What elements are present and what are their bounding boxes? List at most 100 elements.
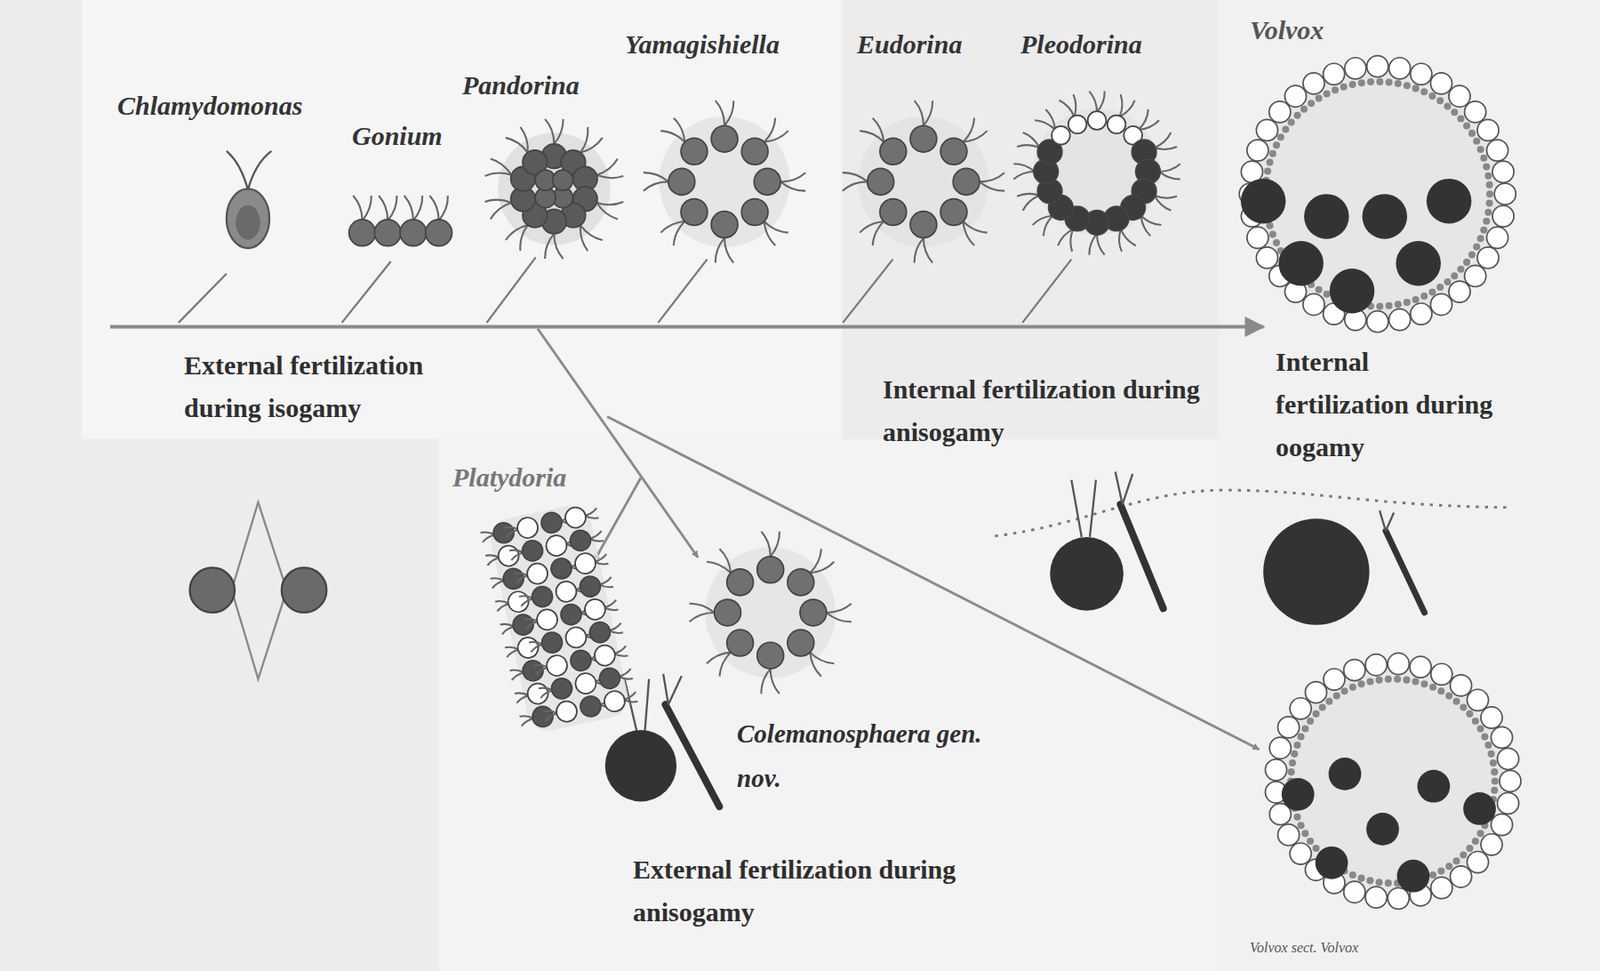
somatic-cell [1376, 878, 1384, 886]
somatic-cell [1387, 887, 1409, 909]
somatic-cell [1420, 680, 1428, 688]
flagellum [495, 598, 510, 607]
cell [400, 219, 427, 247]
flagellum [963, 221, 976, 246]
somatic-cell [1410, 63, 1432, 85]
branch-arrow [537, 328, 698, 558]
flagellum [770, 668, 780, 694]
cell [549, 556, 574, 581]
somatic-cell [1463, 121, 1471, 129]
flagellum [608, 627, 624, 636]
somatic-cell [1319, 703, 1327, 711]
somatic-cell [1376, 78, 1384, 86]
flagellum [596, 202, 618, 219]
cell [741, 137, 768, 165]
somatic-cell [1450, 272, 1458, 280]
gamete [190, 567, 236, 613]
flagellum [594, 558, 609, 567]
colony-matrix [857, 116, 989, 248]
chloroplast [235, 205, 261, 240]
flagellum [760, 531, 770, 557]
flagellum [719, 652, 731, 677]
somatic-cell [1490, 813, 1512, 835]
somatic-cell [1269, 150, 1277, 158]
cell [577, 574, 602, 599]
mating-lines [232, 502, 288, 680]
somatic-cell [1385, 302, 1393, 310]
flagellum [362, 195, 372, 221]
cell [573, 551, 598, 576]
pleodorina-colony [1013, 91, 1180, 256]
cell [549, 676, 574, 701]
flagellum [544, 233, 554, 259]
cell [910, 125, 937, 152]
somatic-cell [1344, 57, 1367, 80]
flagellum [1096, 233, 1105, 256]
cell [787, 568, 815, 596]
somatic-cell [1323, 63, 1345, 85]
flagellum [689, 612, 715, 622]
somatic-cell [1436, 96, 1444, 104]
colony-matrix [487, 501, 632, 735]
somatic-cell [1482, 163, 1490, 171]
organism-name: Yamagishiella [624, 28, 780, 61]
flagellum [1154, 146, 1177, 150]
somatic-cell [1409, 656, 1432, 678]
somatic-cell [1412, 84, 1420, 92]
somatic-cell [1290, 750, 1298, 758]
somatic-cell [1281, 126, 1289, 134]
flagellum [504, 644, 520, 653]
somatic-cell [1389, 308, 1411, 330]
somatic-cell [1357, 874, 1365, 882]
somatic-cell [1333, 692, 1341, 700]
flagellum [760, 668, 770, 694]
somatic-cell [1297, 733, 1305, 741]
somatic-cell [1456, 115, 1464, 123]
somatic-cell [1412, 296, 1420, 304]
cell [587, 620, 612, 645]
somatic-cell [1256, 247, 1278, 269]
somatic-cell [1420, 88, 1428, 96]
flagellum [979, 181, 1005, 191]
leader-line [342, 261, 392, 323]
flagellum [826, 603, 852, 613]
cell [554, 699, 579, 724]
flagellum [599, 581, 614, 590]
somatic-cell [1264, 759, 1287, 781]
cell [867, 168, 895, 195]
somatic-cell [1445, 692, 1453, 700]
somatic-cell [1289, 842, 1312, 864]
somatic-cell [1284, 85, 1306, 107]
cell [425, 219, 453, 247]
flagellum [484, 200, 512, 203]
flagellum [1023, 132, 1040, 148]
somatic-cell [1384, 675, 1392, 683]
flagellum [1034, 120, 1056, 130]
flagellum [809, 652, 822, 677]
cell [668, 168, 696, 195]
cell [544, 533, 568, 558]
somatic-cell [1428, 92, 1436, 100]
flagellum [963, 130, 988, 143]
flagellum [429, 195, 439, 221]
somatic-cell [1366, 677, 1374, 685]
somatic-cell [1486, 190, 1494, 198]
flagellum [1120, 229, 1136, 247]
somatic-cell [1490, 786, 1498, 794]
female-gamete [605, 729, 677, 801]
somatic-cell [1448, 85, 1471, 107]
flagellum [643, 172, 669, 182]
flagellum [1141, 215, 1152, 236]
gonium-colony [349, 195, 453, 247]
somatic-cell [1365, 654, 1387, 676]
flagellum [1088, 91, 1097, 113]
flagellum [1120, 100, 1136, 118]
flagellum [764, 221, 776, 246]
somatic-cell [1288, 768, 1296, 776]
somatic-cell [1420, 292, 1428, 300]
flagellum [1154, 132, 1172, 148]
colony-matrix [1033, 108, 1160, 235]
flagellum [544, 119, 554, 144]
